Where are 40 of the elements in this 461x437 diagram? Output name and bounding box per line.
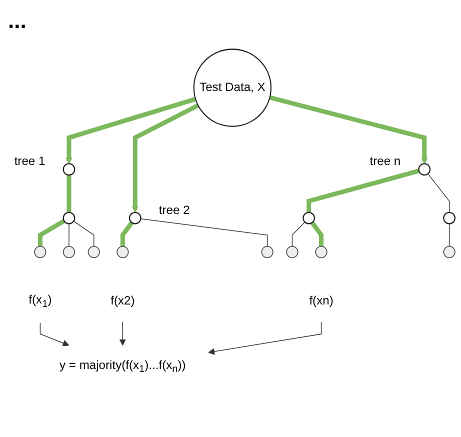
arrow xyxy=(208,322,322,355)
node-label: tree n xyxy=(370,155,401,168)
node-circle: Test Data, X xyxy=(193,48,272,127)
node-circle xyxy=(62,212,76,224)
connector xyxy=(38,218,66,246)
connector xyxy=(292,222,306,247)
connector xyxy=(428,173,450,213)
connector xyxy=(140,218,268,247)
node-circle xyxy=(116,246,129,258)
connector xyxy=(68,223,70,247)
ellipsis-text: ... xyxy=(8,8,26,34)
node-circle xyxy=(315,246,328,258)
node-circle xyxy=(302,212,316,224)
arrow xyxy=(132,103,200,213)
node-circle xyxy=(418,163,431,176)
node-circle xyxy=(88,246,100,258)
connector xyxy=(73,220,94,247)
arrow xyxy=(269,95,428,164)
arrow xyxy=(40,322,70,346)
arrow xyxy=(119,322,126,346)
connector xyxy=(120,221,134,246)
node-text: f(xn) xyxy=(309,294,334,308)
node-circle xyxy=(62,246,76,258)
node-circle xyxy=(34,246,46,258)
node-label: tree 2 xyxy=(158,204,190,217)
node-text: f(x2) xyxy=(110,294,135,308)
node-circle xyxy=(286,246,298,258)
node-label: tree 1 xyxy=(14,155,46,168)
node-circle xyxy=(261,246,274,258)
connector xyxy=(310,221,324,246)
connector xyxy=(448,223,450,247)
connector xyxy=(306,168,420,212)
node-circle xyxy=(62,163,76,176)
node-circle xyxy=(443,246,456,258)
node-text: y = majority(f(x$_{1}$)...f(x$_{n}$)) xyxy=(60,358,186,374)
node-circle xyxy=(128,212,142,224)
connector xyxy=(66,175,72,212)
node-circle xyxy=(443,212,456,224)
node-text: f(x$_{1}$) xyxy=(28,294,52,310)
arrow xyxy=(66,96,196,164)
